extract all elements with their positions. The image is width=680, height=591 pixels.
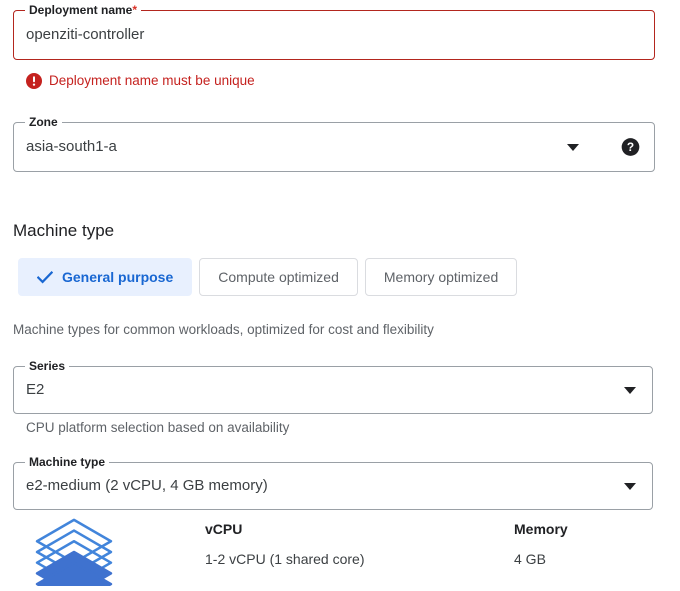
chevron-down-icon[interactable] xyxy=(567,144,579,151)
zone-value[interactable]: asia-south1-a xyxy=(26,138,117,155)
series-value[interactable]: E2 xyxy=(26,381,45,398)
deployment-name-error: Deployment name must be unique xyxy=(26,73,255,89)
spec-column-memory: Memory 4 GB xyxy=(514,520,568,568)
spec-memory-title: Memory xyxy=(514,521,568,537)
zone-label: Zone xyxy=(25,115,62,129)
toggle-memory-optimized-label: Memory optimized xyxy=(383,269,499,285)
machine-type-field-label: Machine type xyxy=(25,455,110,469)
deployment-name-field[interactable]: Deployment name* openziti-controller xyxy=(13,3,655,60)
toggle-general-purpose-label: General purpose xyxy=(62,269,174,285)
series-helper-text: CPU platform selection based on availabi… xyxy=(26,420,290,435)
toggle-memory-optimized[interactable]: Memory optimized xyxy=(364,258,518,296)
required-asterisk: * xyxy=(132,3,138,17)
series-field[interactable]: Series E2 xyxy=(13,359,653,414)
machine-type-section-heading: Machine type xyxy=(13,221,115,240)
error-filled-circle-icon xyxy=(26,73,42,89)
machine-stack-icon xyxy=(28,516,120,591)
spec-memory-value: 4 GB xyxy=(514,551,546,567)
series-label: Series xyxy=(25,359,70,373)
help-circle-icon[interactable]: ? xyxy=(621,138,640,157)
chevron-down-icon[interactable] xyxy=(624,387,636,394)
machine-family-helper-text: Machine types for common workloads, opti… xyxy=(13,322,434,337)
machine-type-value[interactable]: e2-medium (2 vCPU, 4 GB memory) xyxy=(26,477,268,494)
deployment-name-label-text: Deployment name xyxy=(29,3,133,17)
zone-field[interactable]: Zone asia-south1-a ? xyxy=(13,115,655,172)
toggle-general-purpose[interactable]: General purpose xyxy=(18,258,193,296)
svg-text:?: ? xyxy=(627,140,634,154)
deployment-name-input[interactable]: openziti-controller xyxy=(26,26,145,43)
toggle-compute-optimized-label: Compute optimized xyxy=(218,269,339,285)
deployment-name-label: Deployment name* xyxy=(25,3,142,17)
spec-column-vcpu: vCPU 1-2 vCPU (1 shared core) xyxy=(205,520,365,568)
toggle-compute-optimized[interactable]: Compute optimized xyxy=(199,258,358,296)
machine-family-toggle-group: General purpose Compute optimized Memory… xyxy=(18,258,518,296)
machine-type-field[interactable]: Machine type e2-medium (2 vCPU, 4 GB mem… xyxy=(13,455,653,510)
spec-vcpu-value: 1-2 vCPU (1 shared core) xyxy=(205,551,365,567)
error-message-text: Deployment name must be unique xyxy=(49,73,255,88)
spec-vcpu-title: vCPU xyxy=(205,521,243,537)
check-icon xyxy=(36,270,54,284)
chevron-down-icon[interactable] xyxy=(624,483,636,490)
